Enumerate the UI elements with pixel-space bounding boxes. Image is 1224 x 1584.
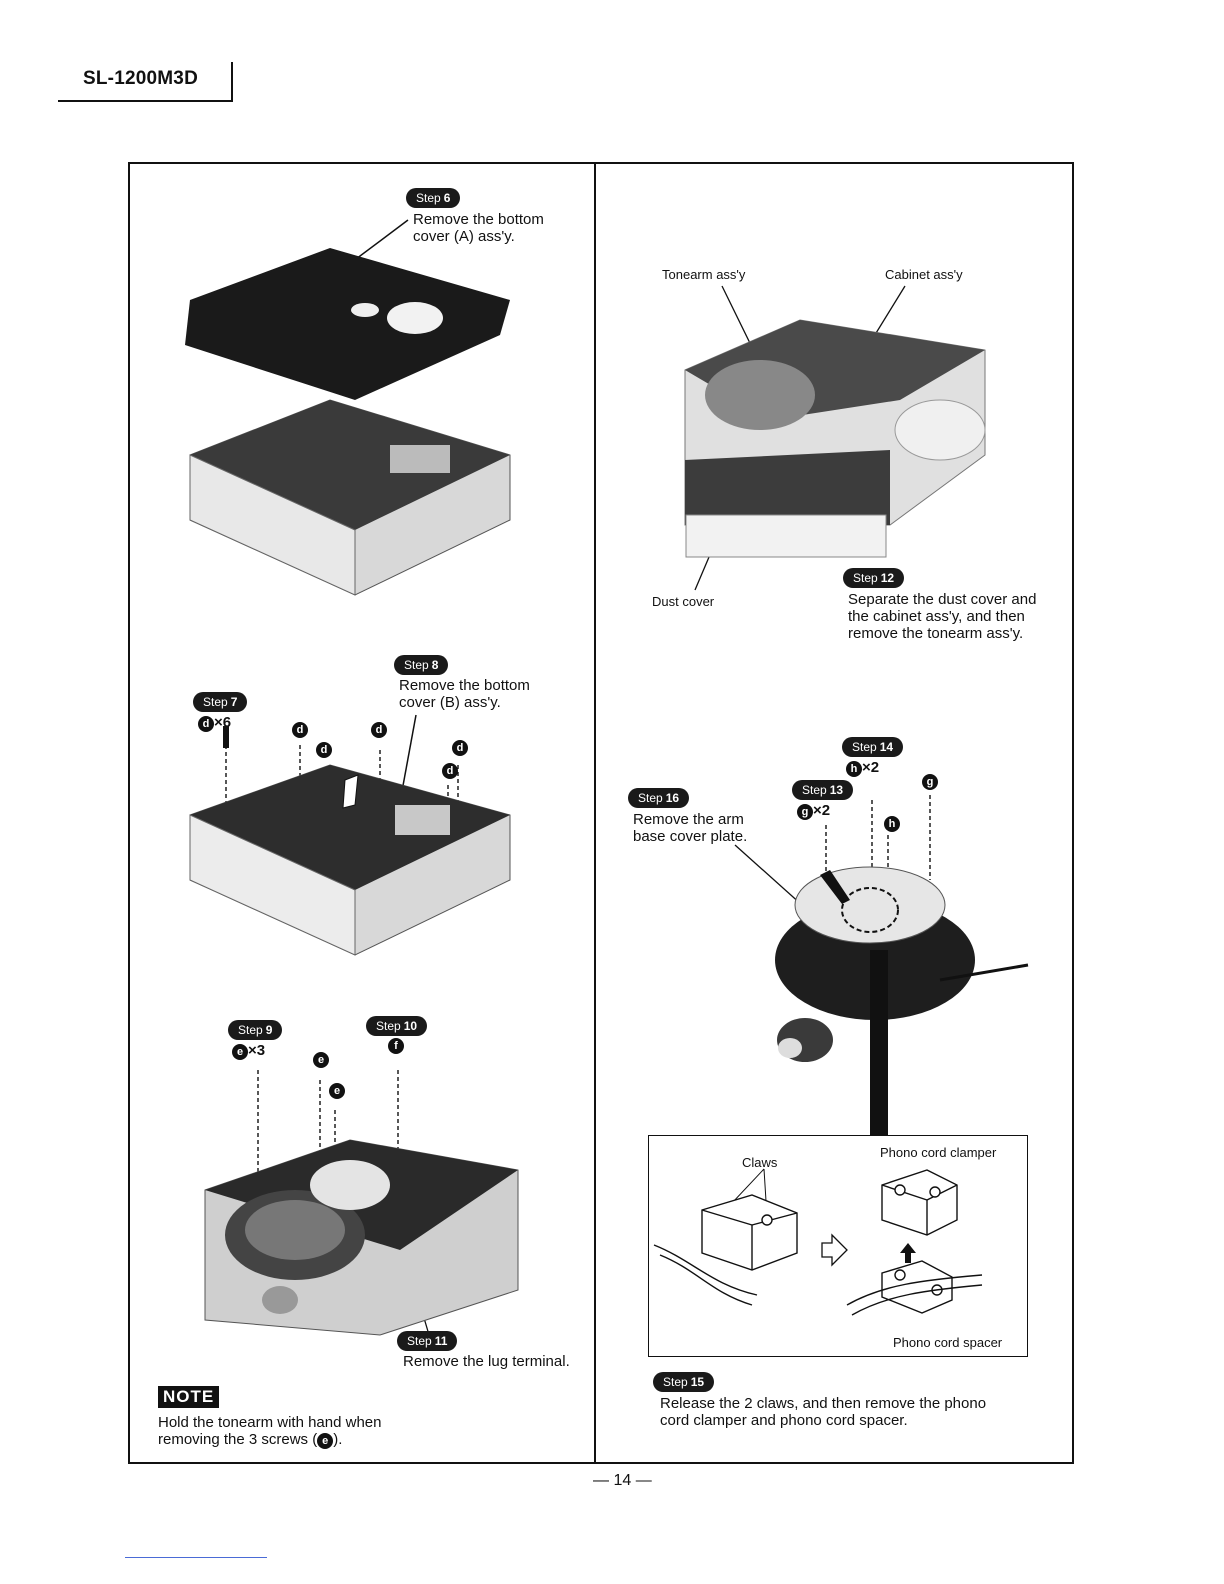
bottom-cover-b-illustration: [189, 714, 511, 956]
screw-d-label-5: d: [442, 763, 458, 779]
screw-h-label-1: h: [884, 816, 900, 832]
dust-cover-label: Dust cover: [652, 594, 715, 609]
phono-cord-inset: [648, 1135, 1028, 1357]
footer-rule: [125, 1557, 267, 1558]
step-8-text: Remove the bottom cover (B) ass'y.: [399, 677, 530, 711]
step-10-screw-label: f: [388, 1038, 404, 1054]
step-6-text: Remove the bottom cover (A) ass'y.: [413, 211, 544, 245]
tonearm-screws-illustration: [204, 1070, 519, 1346]
screw-e-label-2: e: [329, 1083, 345, 1099]
cabinet-separation-illustration: [684, 285, 986, 591]
screw-d-label-3: d: [371, 722, 387, 738]
claws-label: Claws: [742, 1155, 778, 1170]
clamper-diagram: [653, 1168, 983, 1316]
content-frame: [128, 162, 1074, 1464]
note-label: NOTE: [158, 1386, 220, 1408]
screw-e-label-1: e: [313, 1052, 329, 1068]
column-divider: [594, 163, 596, 1463]
header-vertical-rule: [231, 62, 233, 102]
cabinet-label: Cabinet ass'y: [885, 267, 963, 282]
phono-cord-spacer-label: Phono cord spacer: [893, 1335, 1003, 1350]
screw-d-label-4: d: [452, 740, 468, 756]
step-9-screw-count: e×3: [232, 1042, 265, 1060]
step-16-text: Remove the arm base cover plate.: [633, 811, 748, 845]
header-rule: [58, 100, 232, 102]
phono-cord-clamper-label: Phono cord clamper: [880, 1145, 997, 1160]
step-14-screw-count: h×2: [846, 759, 879, 777]
screw-d-label-2: d: [316, 742, 332, 758]
step-12-text: Separate the dust cover and the cabinet …: [848, 591, 1037, 642]
step-11-text: Remove the lug terminal.: [403, 1353, 570, 1370]
bottom-cover-a-illustration: [185, 219, 511, 596]
step-13-screw-count: g×2: [797, 802, 830, 820]
screw-d-label-1: d: [292, 722, 308, 738]
tonearm-label: Tonearm ass'y: [662, 267, 746, 282]
step-15-text: Release the 2 claws, and then remove the…: [660, 1395, 987, 1429]
screw-g-label-1: g: [922, 774, 938, 790]
page-number: — 14 —: [593, 1472, 652, 1489]
note-text: Hold the tonearm with hand when removing…: [158, 1414, 382, 1449]
model-title: SL-1200M3D: [83, 68, 198, 89]
arm-base-illustration: [734, 795, 1029, 1135]
